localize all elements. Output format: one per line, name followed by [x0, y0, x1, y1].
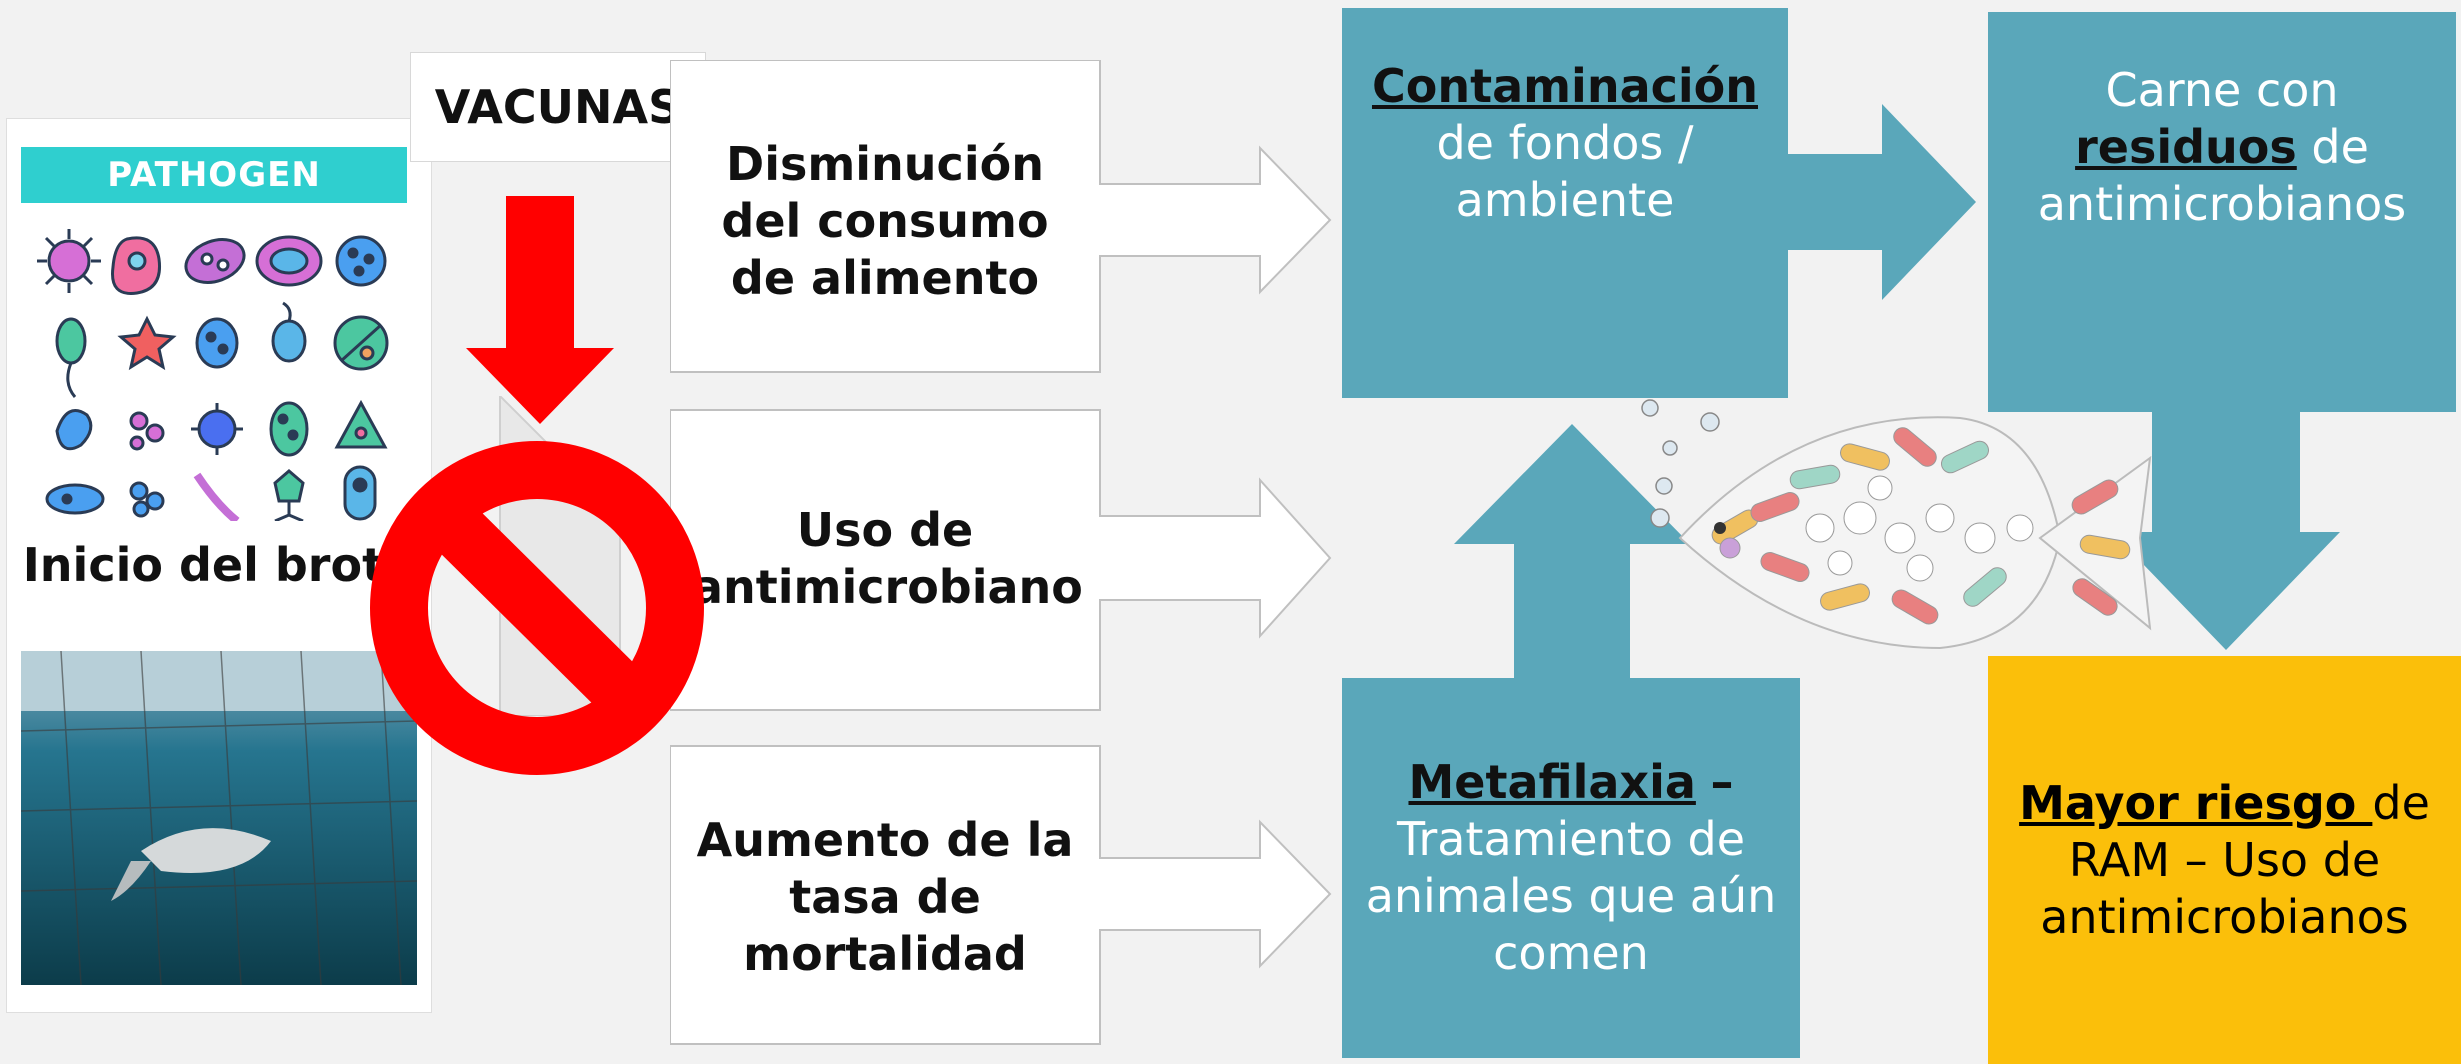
contamination-keyword: Contaminación: [1371, 58, 1758, 113]
pathogen-panel: PATHOGEN: [6, 118, 432, 1013]
arrow-3: [670, 745, 1332, 1045]
star-microbe-icon: [117, 315, 177, 371]
pathogen-banner: PATHOGEN: [21, 147, 407, 203]
amr-keyword: Mayor riesgo: [2019, 775, 2373, 830]
meat-suffix: de antimicrobianos: [2037, 119, 2407, 231]
triangle-microbe-icon: [334, 399, 388, 449]
metaphylaxis-keyword: Metafilaxia: [1408, 755, 1696, 809]
right-arrow-teal: [1786, 104, 1976, 300]
oval-microbe-icon: [45, 483, 105, 515]
amoeba-icon: [55, 409, 93, 451]
vaccine-label-box: VACUNAS: [410, 52, 706, 162]
pill-fish-icon: [1641, 399, 2152, 650]
bacterium-icon: [111, 236, 162, 295]
capsule-microbe-icon: [343, 465, 377, 521]
stage-mortality-increase: Aumento de la tasa de mortalidad: [696, 813, 1074, 981]
vaccine-label: VACUNAS: [434, 80, 682, 134]
divided-cell-icon: [333, 315, 389, 371]
pathogen-banner-label: PATHOGEN: [107, 155, 321, 195]
arrow-1: [670, 60, 1332, 373]
metaphylaxis-dash: –: [1710, 755, 1734, 809]
round-microbe-icon: [195, 317, 239, 369]
coccus-icon: [335, 235, 387, 287]
down-arrow-icon: [466, 196, 614, 424]
metaphylaxis-rest: Tratamiento de animales que aún comen: [1365, 812, 1777, 980]
spiky-virus-icon: [191, 403, 243, 455]
outbreak-caption: Inicio del brote: [22, 538, 416, 592]
cluster-icon: [129, 411, 165, 451]
spore-cluster-icon: [129, 481, 165, 518]
meat-keyword: residuos: [2075, 119, 2297, 174]
pathogen-icons: [37, 229, 389, 521]
meat-residues-box: Carne con residuos de antimicrobianos: [1988, 12, 2456, 412]
flagellate-icon: [55, 317, 87, 398]
amr-risk-box: Mayor riesgo de RAM – Uso de antimicrobi…: [1988, 656, 2461, 1064]
spirillum-icon: [193, 472, 240, 521]
cell-icon: [255, 235, 323, 287]
flow-arrows: [670, 60, 1332, 1045]
sperm-microbe-icon: [271, 301, 307, 363]
phage-icon: [273, 469, 305, 521]
meat-prefix: Carne con: [2105, 62, 2339, 117]
virus-icon: [37, 229, 101, 293]
contamination-rest: de fondos / ambiente: [1436, 115, 1694, 227]
no-entry-icon: [370, 441, 704, 775]
amr-rest: de RAM – Uso de antimicrobianos: [2040, 775, 2430, 944]
contamination-box: Contaminación de fondos / ambiente: [1342, 8, 1788, 398]
metaphylaxis-box: Metafilaxia – Tratamiento de animales qu…: [1342, 678, 1800, 1058]
stage-feed-decrease: Disminución del consumo de alimento: [721, 137, 1049, 305]
arrow-2: [670, 409, 1332, 711]
bacillus-icon: [184, 238, 246, 284]
up-arrow-teal: [1454, 424, 1690, 684]
fish-farm-photo: [21, 651, 417, 985]
down-arrow-teal: [2112, 400, 2340, 650]
stage-antimicrobial-use: Uso de antimicrobiano: [692, 503, 1083, 614]
bean-microbe-icon: [269, 401, 309, 457]
